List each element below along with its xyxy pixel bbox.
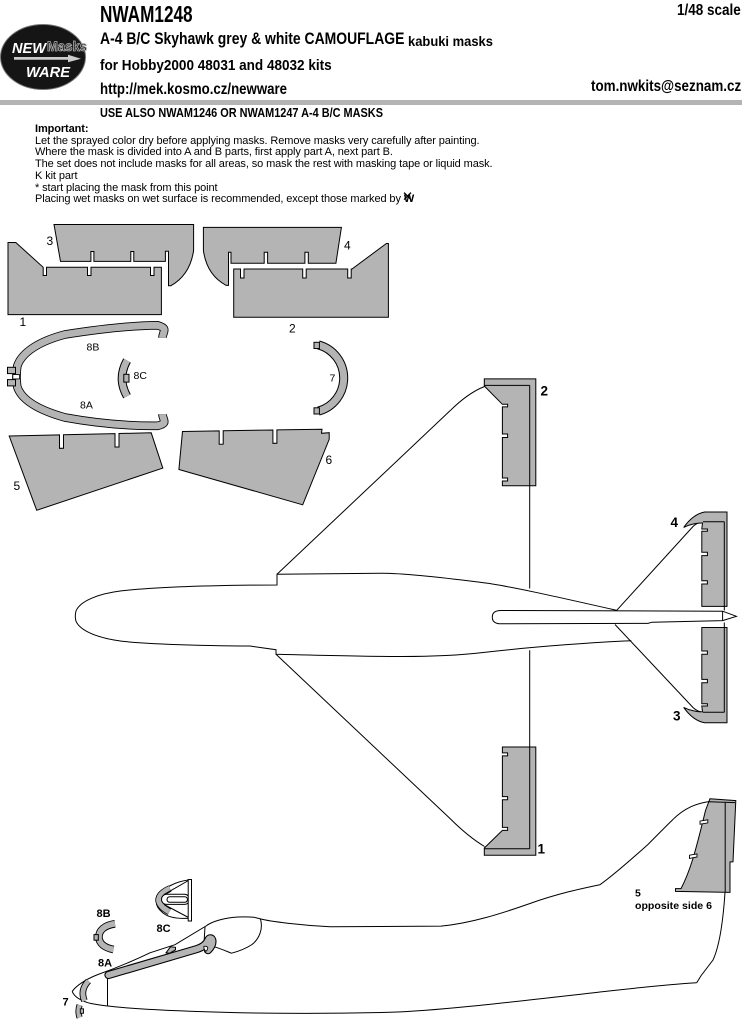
svg-text:8B: 8B	[87, 342, 100, 354]
svg-text:8C: 8C	[134, 370, 148, 382]
svg-text:2: 2	[289, 322, 296, 336]
svg-text:WARE: WARE	[26, 64, 71, 81]
svg-text:4: 4	[671, 515, 679, 530]
svg-text:2: 2	[541, 384, 549, 399]
svg-text:1: 1	[20, 315, 27, 329]
svg-text:4: 4	[344, 239, 351, 253]
svg-text:7: 7	[63, 997, 69, 1009]
svg-text:8A: 8A	[98, 957, 112, 969]
svg-text:1: 1	[538, 842, 546, 857]
svg-text:7: 7	[330, 373, 336, 385]
svg-text:5: 5	[14, 479, 21, 493]
svg-text:3: 3	[47, 234, 54, 248]
svg-text:8A: 8A	[80, 400, 93, 412]
svg-text:3: 3	[673, 708, 681, 723]
svg-text:8C: 8C	[157, 923, 171, 935]
svg-text:5: 5	[635, 888, 641, 900]
svg-text:NEW: NEW	[12, 41, 47, 57]
svg-text:opposite side 6: opposite side 6	[635, 900, 712, 912]
svg-text:Masks: Masks	[47, 39, 87, 54]
svg-text:6: 6	[326, 453, 333, 467]
svg-text:8B: 8B	[97, 908, 111, 920]
